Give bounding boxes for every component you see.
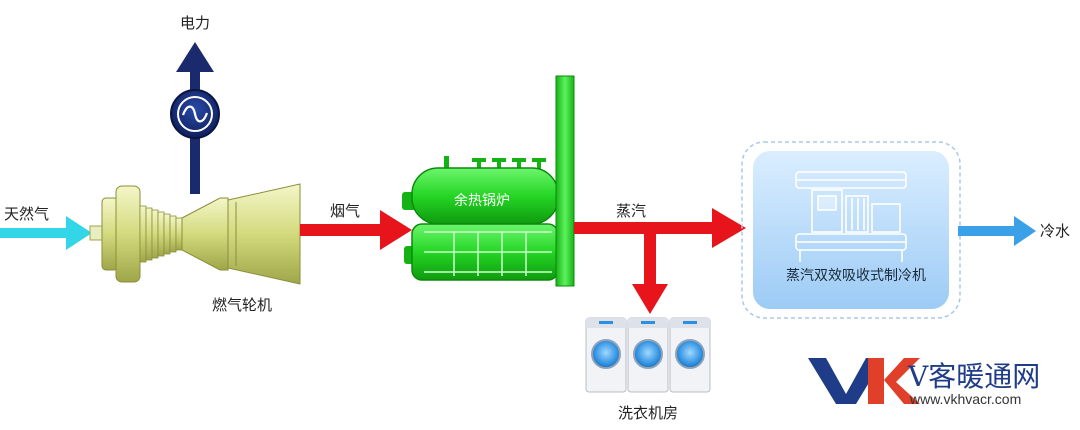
watermark-url: www.vkhvacr.com xyxy=(910,391,1022,407)
waste-heat-boiler-icon xyxy=(402,75,575,287)
laundry-room-label: 洗衣机房 xyxy=(618,404,679,422)
flue-gas-label: 烟气 xyxy=(330,202,361,220)
chilled-water-arrow xyxy=(958,216,1036,246)
gas-turbine-label: 燃气轮机 xyxy=(212,296,273,314)
natural-gas-label: 天然气 xyxy=(4,205,50,223)
absorption-chiller-icon xyxy=(795,171,907,262)
watermark-brand: V客暖通网 xyxy=(908,360,1041,393)
steam-branch-arrow xyxy=(632,228,668,314)
waste-heat-boiler-label: 余热锅炉 xyxy=(454,193,510,209)
power-label: 电力 xyxy=(180,14,211,32)
vk-logo xyxy=(808,358,920,404)
natural-gas-arrow xyxy=(0,216,92,250)
gas-turbine-icon xyxy=(89,183,301,285)
steam-label: 蒸汽 xyxy=(616,202,647,220)
steam-arrow xyxy=(574,208,746,248)
chilled-water-label: 冷水 xyxy=(1040,222,1071,240)
chiller-panel xyxy=(741,141,961,319)
generator-icon xyxy=(170,89,220,139)
chiller-label: 蒸汽双效吸收式制冷机 xyxy=(786,268,926,284)
flue-gas-arrow xyxy=(300,210,412,250)
laundry-machines-icon xyxy=(585,317,711,393)
